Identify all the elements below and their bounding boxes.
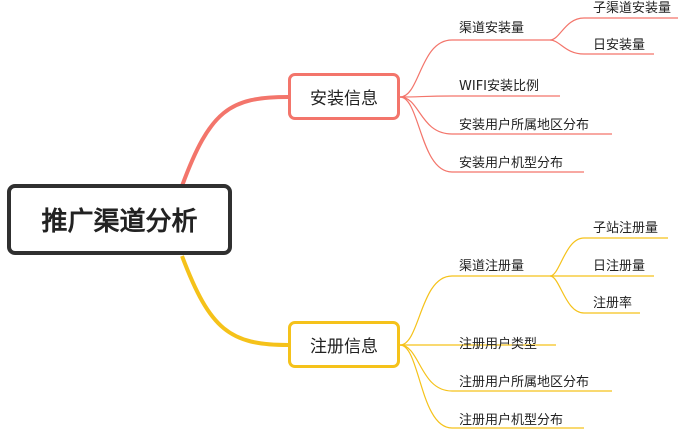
connector-install-item-1 [399,95,560,98]
leaf-channel-install-count[interactable]: 渠道安装量 [459,21,525,36]
connector-root-register [180,255,289,347]
leaf-daily-register-count[interactable]: 日注册量 [593,259,646,274]
connector-install-item-0 [399,39,532,98]
leaf-daily-install-count[interactable]: 日安装量 [593,38,646,53]
branch-install-info[interactable]: 安装信息 [288,73,400,120]
connector-install-sub-1 [549,39,654,55]
leaf-sub-channel-install-count[interactable]: 子渠道安装量 [593,1,672,16]
branch-register-info[interactable]: 注册信息 [288,321,400,368]
connector-install-sub-0 [532,17,678,41]
leaf-install-user-device[interactable]: 安装用户机型分布 [459,156,564,171]
root-node[interactable]: 推广渠道分析 [7,184,232,255]
connector-register-item-3 [399,344,584,429]
connector-root-install [180,95,289,187]
leaf-sub-site-register-count[interactable]: 子站注册量 [593,221,659,236]
leaf-register-user-type[interactable]: 注册用户类型 [459,337,538,352]
leaf-register-rate[interactable]: 注册率 [593,296,633,311]
leaf-register-user-device[interactable]: 注册用户机型分布 [459,413,564,428]
connector-register-item-0 [399,275,532,346]
leaf-channel-register-count[interactable]: 渠道注册量 [459,259,525,274]
leaf-install-user-region[interactable]: 安装用户所属地区分布 [459,118,590,133]
connector-register-sub-2 [549,275,640,314]
connector-install-item-3 [399,96,584,173]
connector-register-item-2 [399,344,612,392]
leaf-register-user-region[interactable]: 注册用户所属地区分布 [459,375,590,390]
connector-install-item-2 [399,96,612,135]
leaf-wifi-install-ratio[interactable]: WIFI安装比例 [459,79,539,94]
